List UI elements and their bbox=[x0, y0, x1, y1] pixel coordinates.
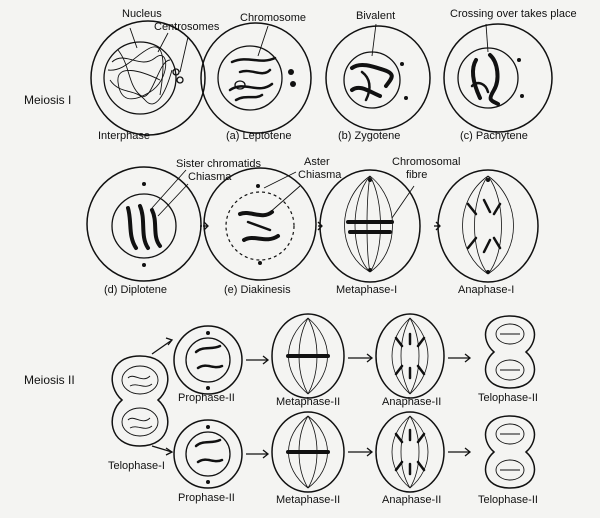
telophase-1-label: Telophase-I bbox=[108, 460, 165, 472]
metaphase-1-label: Metaphase-I bbox=[336, 284, 398, 296]
row3-bottom-arrows bbox=[246, 447, 472, 459]
chromosome-callout: Chromosome bbox=[240, 12, 307, 24]
anaphase-2-top-cell bbox=[375, 313, 445, 399]
diakinesis-callout-lines bbox=[263, 171, 301, 215]
anaphase-2-bottom-cell bbox=[375, 411, 445, 493]
pachytene-callout-line bbox=[485, 23, 489, 53]
telophase-2-top-cell bbox=[484, 315, 536, 389]
telophase-1-cell bbox=[111, 355, 169, 447]
prophase-2-bottom-cell bbox=[173, 419, 243, 489]
metaphase-2-bottom-cell bbox=[271, 411, 345, 493]
telophase-1-branch-arrows bbox=[151, 337, 174, 456]
diakinesis-cell bbox=[203, 167, 317, 281]
anaphase-2-top-label: Anaphase-II bbox=[382, 396, 442, 408]
row3-top-arrows bbox=[246, 353, 472, 365]
prophase-2-top-cell bbox=[173, 325, 243, 395]
metaphase-2-top-label: Metaphase-II bbox=[276, 396, 341, 408]
zygotene-callout-line bbox=[371, 23, 377, 57]
meiosis-1-label: Meiosis I bbox=[24, 93, 72, 107]
interphase-cell bbox=[90, 20, 206, 136]
aster-callout: Aster bbox=[304, 156, 330, 168]
anaphase-1-cell bbox=[437, 169, 539, 283]
interphase-callout-lines bbox=[129, 27, 189, 73]
diplotene-callout-lines bbox=[151, 169, 189, 217]
diakinesis-label: (e) Diakinesis bbox=[224, 284, 291, 296]
prophase-2-top-label: Prophase-II bbox=[178, 392, 235, 404]
crossing-over-callout: Crossing over takes place bbox=[450, 8, 577, 20]
telophase-2-bottom-cell bbox=[484, 415, 536, 489]
telophase-2-bottom-label: Telophase-II bbox=[478, 494, 538, 506]
metaphase-1-cell bbox=[319, 169, 421, 283]
anaphase-1-label: Anaphase-I bbox=[458, 284, 515, 296]
interphase-label: Interphase bbox=[98, 130, 150, 142]
leptotene-cell bbox=[200, 22, 312, 134]
sister-chromatids-callout: Sister chromatids bbox=[176, 158, 261, 170]
centrosomes-callout: Centrosomes bbox=[154, 21, 220, 33]
prophase-2-bottom-label: Prophase-II bbox=[178, 492, 235, 504]
diplotene-cell bbox=[86, 166, 202, 282]
chiasma-diplotene-callout: Chiasma bbox=[188, 171, 232, 183]
chromosomal-fibre-callout-line2: fibre bbox=[406, 169, 428, 181]
leptotene-label: (a) Leptotene bbox=[226, 130, 292, 142]
metaphase-1-callout-line bbox=[391, 185, 415, 219]
row2-arrows bbox=[200, 221, 441, 231]
bivalent-callout: Bivalent bbox=[356, 10, 396, 22]
zygotene-cell bbox=[325, 25, 431, 131]
chromosomal-fibre-callout-line1: Chromosomal bbox=[392, 156, 461, 168]
leptotene-callout-line bbox=[257, 25, 269, 57]
anaphase-2-bottom-label: Anaphase-II bbox=[382, 494, 442, 506]
zygotene-label: (b) Zygotene bbox=[338, 130, 401, 142]
meiosis-2-label: Meiosis II bbox=[24, 373, 75, 387]
diplotene-label: (d) Diplotene bbox=[104, 284, 167, 296]
pachytene-cell bbox=[443, 23, 553, 133]
telophase-2-top-label: Telophase-II bbox=[478, 392, 538, 404]
metaphase-2-top-cell bbox=[271, 313, 345, 399]
metaphase-2-bottom-label: Metaphase-II bbox=[276, 494, 341, 506]
chiasma-diakinesis-callout: Chiasma bbox=[298, 169, 342, 181]
nucleus-callout: Nucleus bbox=[122, 8, 162, 20]
pachytene-label: (c) Pachytene bbox=[460, 130, 528, 142]
